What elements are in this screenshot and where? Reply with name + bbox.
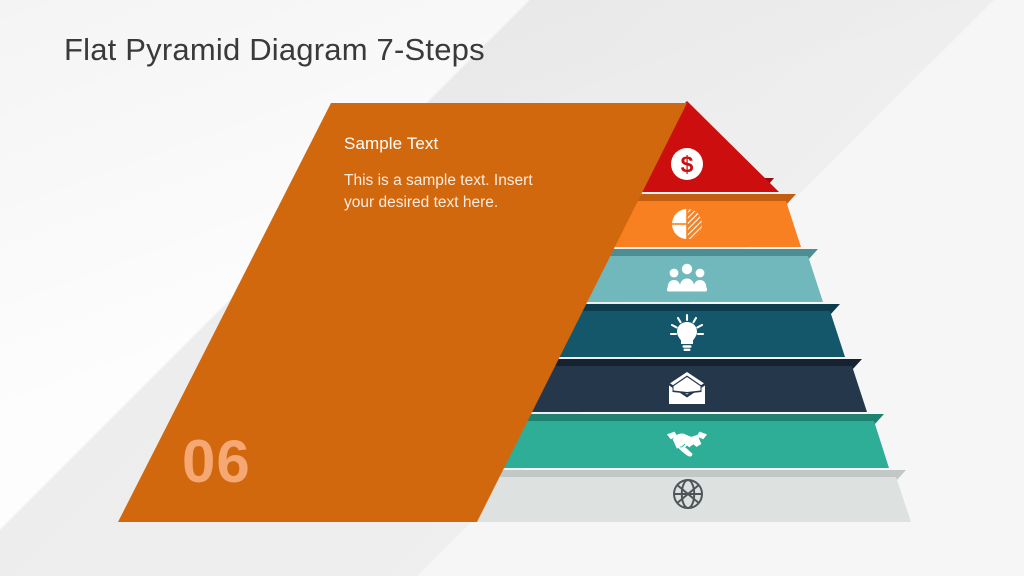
pie-chart-icon[interactable] (665, 202, 709, 246)
callout-text-block: Sample Text This is a sample text. Inser… (344, 134, 554, 214)
lightbulb-icon[interactable] (665, 312, 709, 356)
pyramid-level-7-face[interactable] (463, 477, 911, 522)
pyramid-level-7[interactable] (463, 470, 911, 522)
callout-body: This is a sample text. Insert your desir… (344, 172, 533, 211)
handshake-icon[interactable] (665, 422, 709, 466)
svg-text:$: $ (681, 152, 694, 178)
dollar-coin-icon[interactable]: $ (665, 142, 709, 186)
callout-step-number: 06 (182, 428, 251, 495)
open-envelope-icon[interactable] (665, 367, 709, 411)
people-group-icon[interactable] (665, 257, 709, 301)
globe-icon[interactable] (666, 472, 710, 516)
callout-heading: Sample Text (344, 134, 439, 153)
callout-panel[interactable] (118, 103, 687, 522)
page-title: Flat Pyramid Diagram 7-Steps (64, 32, 485, 67)
pyramid-level-6[interactable] (485, 414, 889, 468)
